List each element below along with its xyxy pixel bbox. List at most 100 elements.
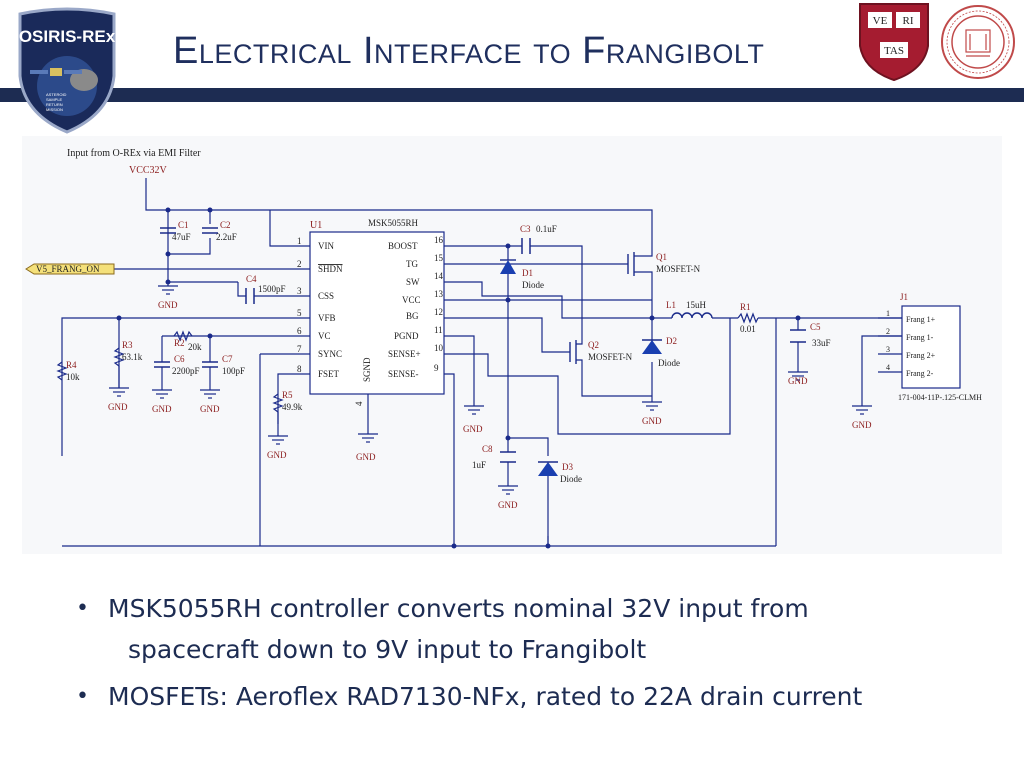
ic-pin-name: SENSE-: [388, 369, 419, 379]
bullet-list: • MSK5055RH controller converts nominal …: [70, 588, 990, 723]
ic-pin-name: FSET: [318, 369, 340, 379]
junction-dot: [505, 435, 511, 441]
junction-dot: [165, 279, 171, 285]
c3-value: 0.1uF: [536, 224, 557, 234]
ground-label: GND: [852, 420, 872, 430]
junction-dot: [207, 333, 213, 339]
r4-value: 10k: [66, 372, 80, 382]
junction-dot: [795, 315, 801, 321]
bullet-dot-icon: •: [76, 684, 89, 709]
connector-j1: J1 1 Frang 1+ 2 Frang 1- 3 Frang 2+ 4 Fr…: [878, 292, 982, 402]
ic-pin-num: 12: [434, 307, 443, 317]
ic-pin-name: VFB: [318, 313, 336, 323]
d1-ref: D1: [522, 268, 533, 278]
junction-dot: [505, 243, 511, 249]
c7-value: 100pF: [222, 366, 245, 376]
ic-pin-num: 2: [297, 259, 302, 269]
enable-net-label: V5_FRANG_ON: [36, 264, 100, 274]
j1-pin-num: 1: [886, 309, 890, 318]
ic-pin-num: 14: [434, 271, 444, 281]
ground-label: GND: [463, 424, 483, 434]
c6-ref: C6: [174, 354, 185, 364]
bullet-dot-icon: •: [76, 596, 89, 621]
c2-value: 2.2uF: [216, 232, 237, 242]
c6-value: 2200pF: [172, 366, 200, 376]
junction-dot: [505, 297, 511, 303]
j1-pin-name: Frang 2-: [906, 369, 934, 378]
ic-pin-num: 9: [434, 363, 439, 373]
frangibolt-schematic: Input from O-REx via EMI Filter VCC32V V…: [25, 148, 982, 549]
j1-part: 171-004-11P-.125-CLMH: [898, 393, 982, 402]
c5-value: 33uF: [812, 338, 831, 348]
d1-value: Diode: [522, 280, 544, 290]
ic-pin-num: 5: [297, 308, 302, 318]
supply-net-label: VCC32V: [129, 165, 168, 176]
ic-pin-num: 4: [354, 401, 364, 406]
j1-pin-num: 2: [886, 327, 890, 336]
junction-dot: [207, 207, 213, 213]
capacitor-c6: C6 2200pF: [154, 354, 200, 390]
harvard-book-tas: TAS: [884, 45, 904, 57]
ground-label: GND: [642, 416, 662, 426]
schematic-panel: Input from O-REx via EMI Filter VCC32V V…: [22, 136, 1002, 554]
mission-tagline-4: MISSION: [46, 107, 63, 112]
resistor-r2: R2 20k: [173, 330, 202, 352]
r5-value: 49.9k: [282, 402, 303, 412]
ground-symbol: [642, 401, 662, 411]
page-title: Electrical Interface to Frangibolt: [173, 30, 765, 72]
diode-d3: D3 Diode: [538, 461, 582, 546]
q2-value: MOSFET-N: [588, 352, 633, 362]
ic-pin-name: VCC: [402, 295, 421, 305]
ic-pin-num: 16: [434, 235, 444, 245]
ground-symbol: [200, 389, 220, 399]
bullet-item: • MOSFETs: Aeroflex RAD7130-NFx, rated t…: [70, 676, 990, 717]
ground-label: GND: [152, 404, 172, 414]
c5-ref: C5: [810, 322, 821, 332]
mission-tagline-3: RETURN: [46, 102, 63, 107]
ground-symbols: [109, 285, 872, 495]
capacitor-c4: C4 1500pF: [245, 274, 286, 304]
capacitor-c2: C2 2.2uF: [202, 220, 237, 242]
bullet-text: MSK5055RH controller converts nominal 32…: [108, 594, 809, 623]
ic-pin-name: SW: [406, 277, 420, 287]
ground-label: GND: [200, 404, 220, 414]
junction-dot: [116, 315, 122, 321]
input-note: Input from O-REx via EMI Filter: [67, 148, 201, 159]
c2-ref: C2: [220, 220, 231, 230]
diode-d1: D1 Diode: [500, 259, 544, 290]
mosfet-q1: Q1 MOSFET-N: [627, 236, 701, 276]
c7-ref: C7: [222, 354, 233, 364]
ic-part: MSK5055RH: [368, 218, 419, 228]
c4-ref: C4: [246, 274, 257, 284]
ic-pin-num: 6: [297, 326, 302, 336]
r4-ref: R4: [66, 360, 77, 370]
ground-symbol: [498, 485, 518, 495]
ground-label: GND: [788, 376, 808, 386]
harvard-book-ri: RI: [903, 15, 914, 27]
capacitor-c3: C3 0.1uF: [520, 224, 557, 254]
ground-symbol: [268, 435, 288, 445]
bullet-text-continuation: spacecraft down to 9V input to Frangibol…: [128, 635, 647, 664]
mission-name: OSIRIS-REx: [19, 27, 116, 46]
bullet-text: MOSFETs: Aeroflex RAD7130-NFx, rated to …: [108, 682, 863, 711]
junction-dot: [165, 251, 171, 257]
ic-pin-name: SHDN: [318, 264, 343, 274]
ic-pin-name: VC: [318, 331, 331, 341]
ic-pin-name: BOOST: [388, 241, 418, 251]
ic-ref: U1: [310, 220, 322, 231]
resistor-r3: R3 63.1k: [113, 340, 143, 388]
ground-symbol: [158, 285, 178, 295]
capacitor-c5: C5 33uF: [790, 322, 831, 348]
controller-ic: U1 MSK5055RH 1 VIN 2 SHDN 3 CSS 5 VFB 6 …: [297, 218, 445, 406]
r1-value: 0.01: [740, 324, 756, 334]
ground-symbol: [852, 405, 872, 415]
capacitor-c7: C7 100pF: [202, 354, 245, 390]
j1-pin-name: Frang 2+: [906, 351, 936, 360]
junction-dot: [451, 543, 457, 549]
mit-seal-logo: [941, 5, 1015, 79]
j1-pin-num: 4: [886, 363, 890, 372]
mission-tagline-1: ASTEROID: [46, 92, 67, 97]
c8-ref: C8: [482, 444, 493, 454]
junction-dot: [649, 315, 655, 321]
d2-ref: D2: [666, 336, 677, 346]
